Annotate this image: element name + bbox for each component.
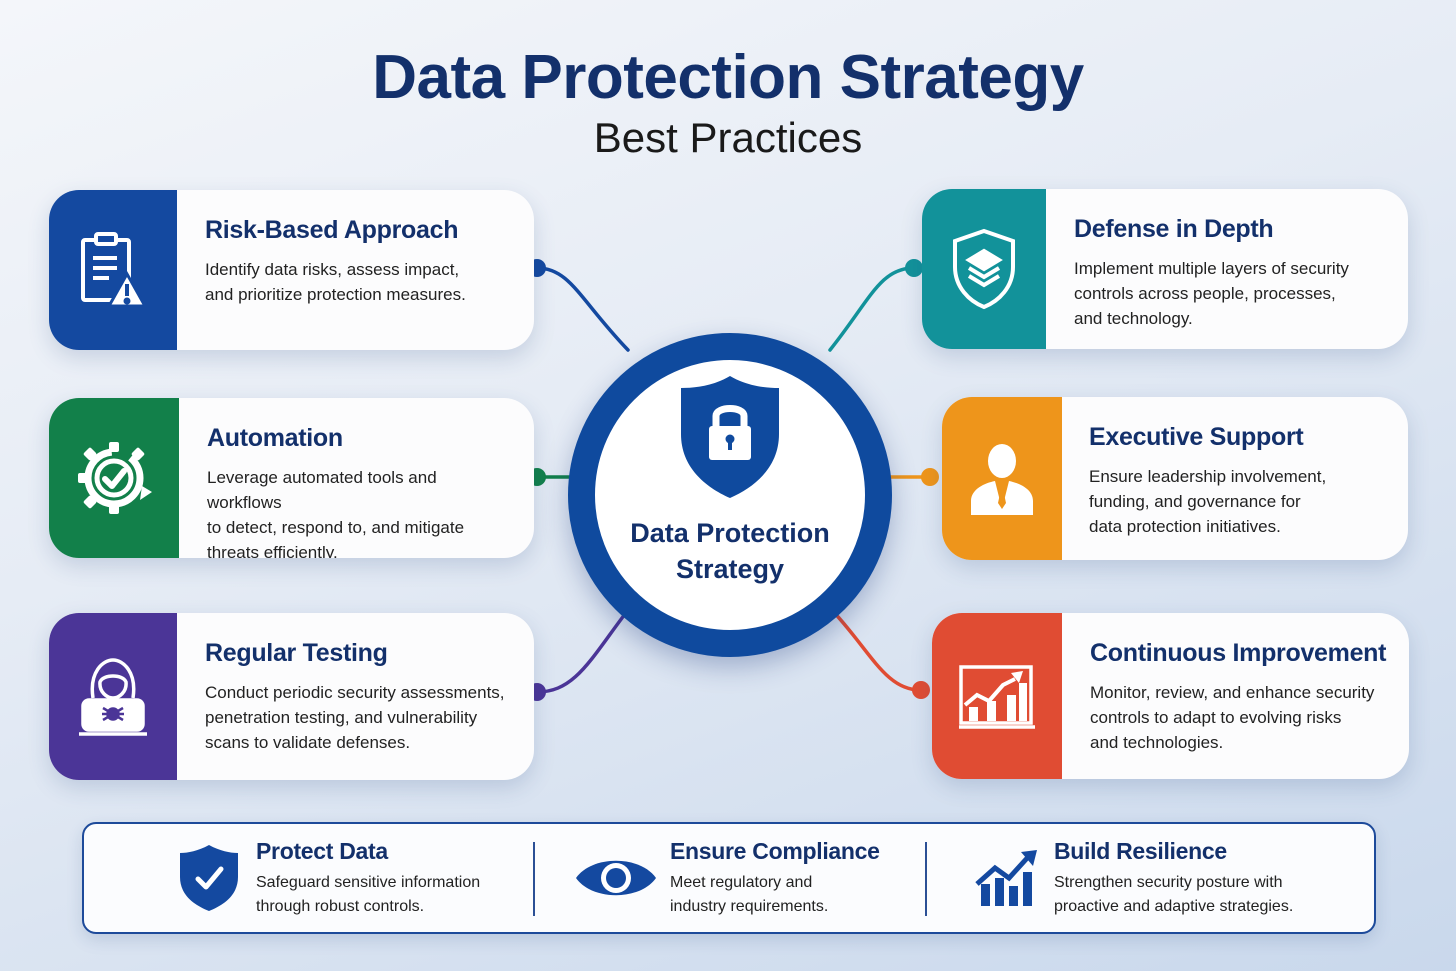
card-description: Leverage automated tools and workflows t…: [207, 468, 465, 558]
summary-description: Safeguard sensitive information through …: [256, 873, 481, 915]
summary-description: Strengthen security posture with proacti…: [1054, 873, 1294, 915]
trend-up-chart-icon: [972, 848, 1042, 908]
card-description: Monitor, review, and enhance security co…: [1090, 683, 1375, 752]
card-title: Defense in Depth: [1074, 215, 1274, 243]
card-regular-testing: Regular Testing Conduct periodic securit…: [49, 613, 534, 780]
summary-build-resilience: Build Resilience Strengthen security pos…: [972, 824, 1293, 932]
shield-lock-icon: [675, 372, 785, 507]
card-automation: Automation Leverage automated tools and …: [49, 398, 534, 558]
page-subtitle: Best Practices: [593, 114, 863, 161]
growth-chart-icon: [932, 613, 1062, 779]
card-risk-based-approach: Risk-Based Approach Identify data risks,…: [49, 190, 534, 350]
card-title: Executive Support: [1089, 423, 1304, 451]
card-title: Automation: [207, 424, 343, 452]
central-hub: Data Protection Strategy: [568, 333, 892, 657]
summary-title: Build Resilience: [1054, 837, 1227, 864]
page-title: Data Protection Strategy: [372, 43, 1084, 112]
card-description: Implement multiple layers of security co…: [1074, 259, 1349, 328]
card-title: Continuous Improvement: [1090, 639, 1387, 667]
hacker-bug-icon: [49, 613, 177, 780]
shield-layers-icon: [922, 189, 1046, 349]
card-description: Conduct periodic security assessments, p…: [205, 683, 505, 752]
card-description: Identify data risks, assess impact, and …: [205, 260, 466, 304]
summary-description: Meet regulatory and industry requirement…: [670, 873, 829, 915]
summary-title: Ensure Compliance: [670, 837, 880, 864]
summary-bar: Protect Data Safeguard sensitive informa…: [82, 822, 1376, 934]
card-continuous-improvement: Continuous Improvement Monitor, review, …: [932, 613, 1409, 779]
summary-divider: [533, 842, 535, 916]
card-title: Regular Testing: [205, 639, 388, 667]
card-executive-support: Executive Support Ensure leadership invo…: [942, 397, 1408, 560]
card-title: Risk-Based Approach: [205, 216, 459, 244]
shield-check-icon: [174, 843, 244, 913]
executive-person-icon: [942, 397, 1062, 560]
card-description: Ensure leadership involvement, funding, …: [1089, 467, 1327, 536]
eye-icon: [574, 851, 658, 905]
hub-label: Data Protection Strategy: [630, 518, 830, 584]
gear-check-icon: [49, 398, 179, 558]
summary-protect-data: Protect Data Safeguard sensitive informa…: [174, 824, 480, 932]
summary-divider: [925, 842, 927, 916]
summary-ensure-compliance: Ensure Compliance Meet regulatory and in…: [574, 824, 880, 932]
summary-title: Protect Data: [256, 837, 388, 864]
card-defense-in-depth: Defense in Depth Implement multiple laye…: [922, 189, 1408, 349]
clipboard-warning-icon: [49, 190, 177, 350]
